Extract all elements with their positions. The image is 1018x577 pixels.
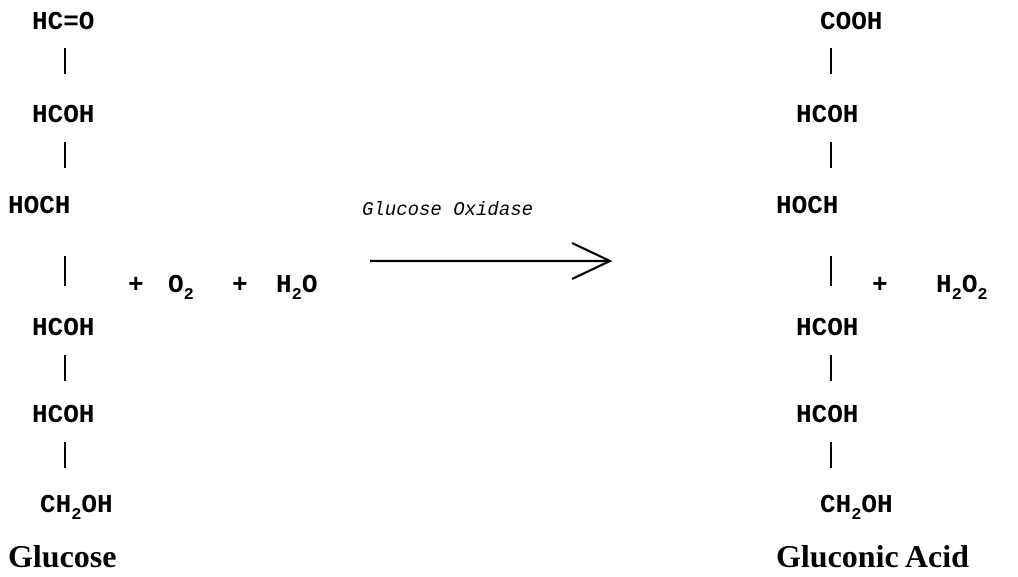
bond <box>64 256 66 286</box>
water-formula: H2O <box>276 270 318 305</box>
glucose-label: Glucose <box>8 538 117 574</box>
gluconic-acid-label: Gluconic Acid <box>776 538 969 574</box>
glucose-c1: HC=O <box>32 7 95 37</box>
plus-sign: + <box>128 270 144 300</box>
gluconic-c1: COOH <box>820 7 883 37</box>
bond <box>64 442 66 468</box>
bond <box>830 142 832 168</box>
glucose-c4: HCOH <box>32 313 95 343</box>
glucose-c2: HCOH <box>32 100 95 130</box>
glucose-c5: HCOH <box>32 400 95 430</box>
gluconic-c4: HCOH <box>796 313 859 343</box>
hydrogen-peroxide-formula: H2O2 <box>936 270 988 305</box>
gluconic-c6: CH2OH <box>820 490 893 525</box>
enzyme-label: Glucose Oxidase <box>362 199 534 221</box>
glucose-c3: HOCH <box>8 191 71 221</box>
bond <box>64 142 66 168</box>
bond <box>830 48 832 74</box>
bond <box>64 355 66 381</box>
plus-sign: + <box>232 270 248 300</box>
arrow-head <box>571 242 613 280</box>
bond <box>830 442 832 468</box>
plus-sign: + <box>872 270 888 300</box>
gluconic-c5: HCOH <box>796 400 859 430</box>
gluconic-c3: HOCH <box>776 191 839 221</box>
bond <box>830 355 832 381</box>
gluconic-c2: HCOH <box>796 100 859 130</box>
bond <box>830 256 832 286</box>
bond <box>64 48 66 74</box>
oxygen-formula: O2 <box>168 270 194 305</box>
glucose-c6: CH2OH <box>40 490 113 525</box>
